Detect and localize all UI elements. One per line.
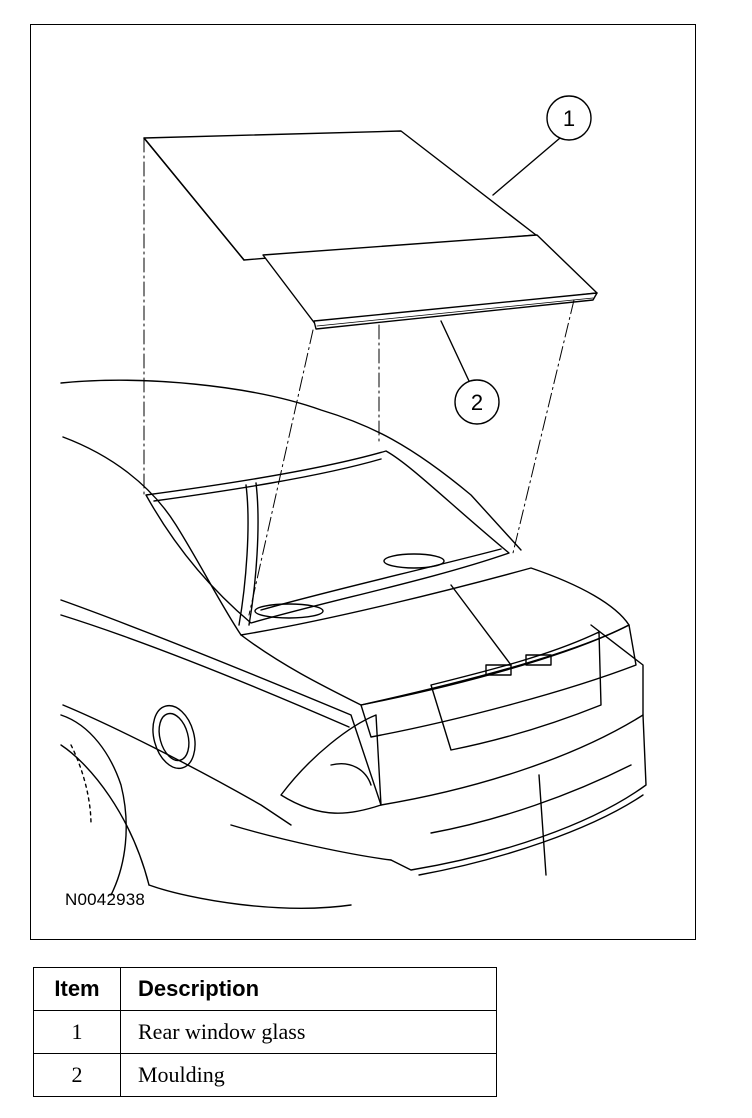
legend-item-description: Moulding [120,1053,497,1097]
table-row: 1 Rear window glass [33,1010,497,1054]
alignment-lines [143,137,575,616]
rear-window-diagram: 1 2 [60,95,647,909]
callout-1: 1 [492,95,592,196]
figure-frame: 1 2 N0042938 [30,24,696,940]
car-body [60,379,647,909]
legend-item-number: 1 [33,1010,121,1054]
callout-2: 2 [440,320,500,425]
legend-item-description: Rear window glass [120,1010,497,1054]
callout-label-2: 2 [471,390,483,415]
moulding-strip [313,292,598,330]
rear-window-glass [143,130,598,326]
table-row: 2 Moulding [33,1053,497,1097]
header-item: Item [33,967,121,1011]
legend-header-row: Item Description [33,967,497,1011]
legend-table: Item Description 1 Rear window glass 2 M… [33,967,497,1097]
figure-id: N0042938 [65,890,146,909]
header-description: Description [120,967,497,1011]
callout-label-1: 1 [563,106,575,131]
legend-item-number: 2 [33,1053,121,1097]
